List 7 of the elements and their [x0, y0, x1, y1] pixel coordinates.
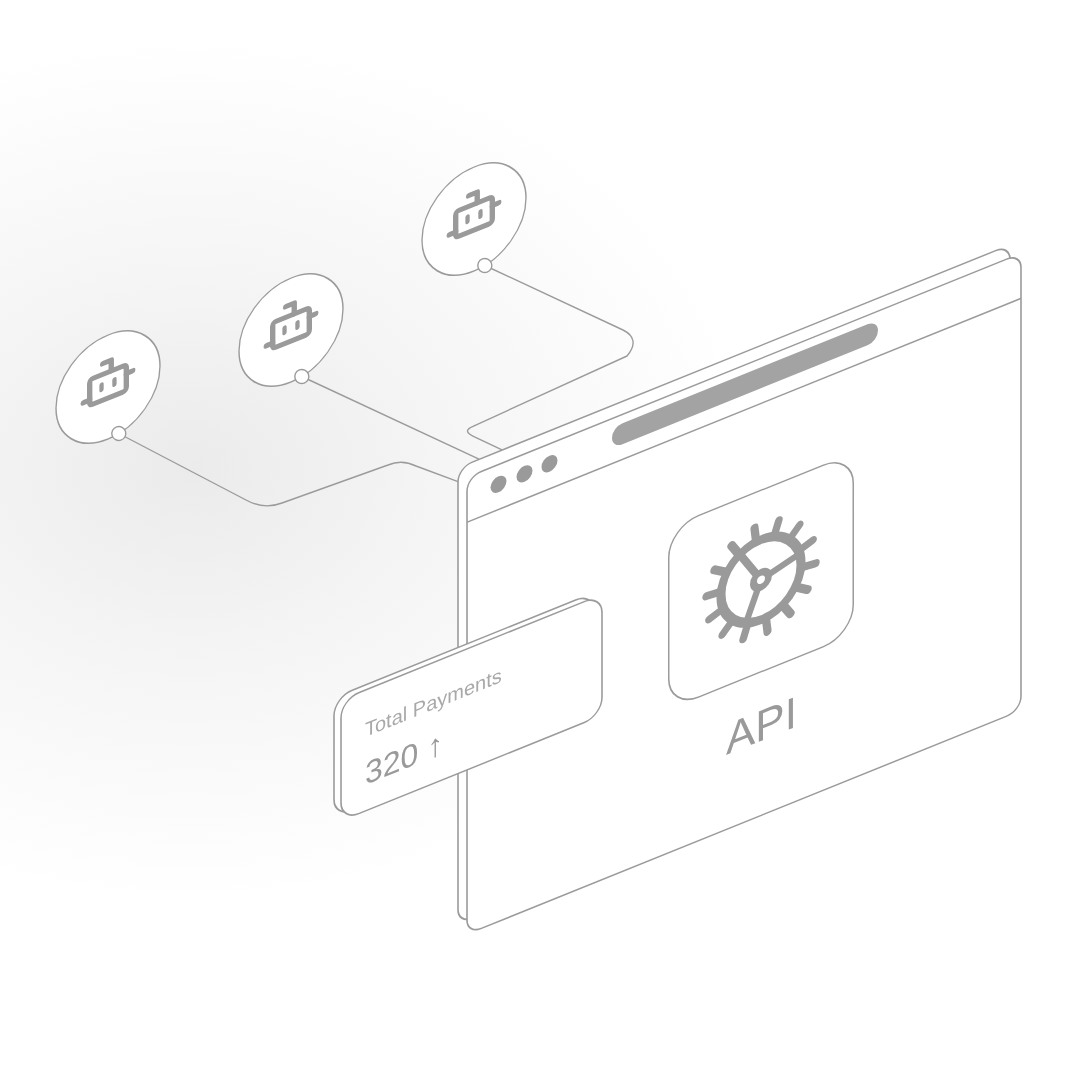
- connector-line: [111, 425, 459, 507]
- robot-bubble: [238, 272, 344, 388]
- connector-line: [294, 368, 480, 460]
- robot-bubble: [55, 329, 161, 445]
- api-label: API: [725, 688, 797, 762]
- connector-line: [466, 257, 634, 451]
- robot-bubble: [421, 161, 527, 277]
